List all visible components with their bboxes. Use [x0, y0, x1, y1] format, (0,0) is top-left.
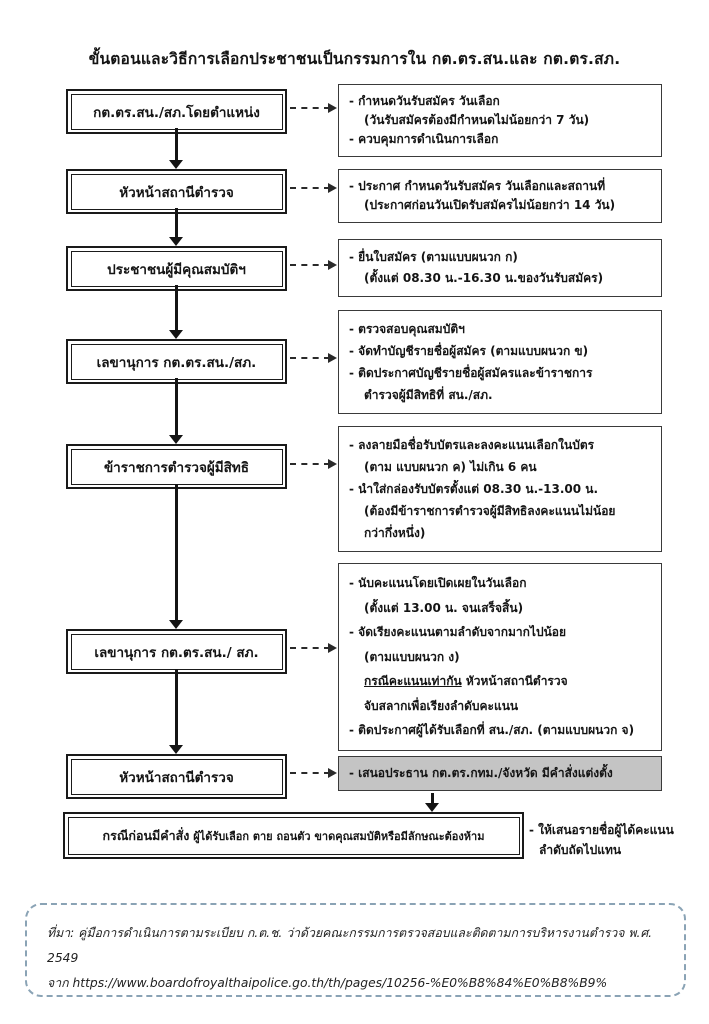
dashed-arrow-right-icon	[290, 182, 337, 194]
tie-case-underlined-text: กรณีคะแนนเท่ากัน	[364, 674, 462, 688]
flow-step-3-label: ประชาชนผู้มีคุณสมบัติฯ	[70, 250, 283, 287]
detail-line: - ลงลายมือชื่อรับบัตรและลงคะแนนเลือกในบั…	[349, 438, 595, 452]
detail-line: (ตั้งแต่ 08.30 น.-16.30 น.ของวันรับสมัคร…	[364, 271, 604, 285]
detail-line: - ควบคุมการดำเนินการเลือก	[349, 132, 499, 146]
flow-step-1-label: กต.ตร.สน./สภ.โดยตำแหน่ง	[70, 93, 283, 130]
flow-step-4: เลขานุการ กต.ตร.สน./สภ.	[66, 339, 287, 384]
case-lead-text: กรณีก่อนมีคำสั่ง	[102, 827, 190, 843]
dashed-arrow-right-icon	[290, 102, 337, 114]
detail-line: - ตรวจสอบคุณสมบัติฯ	[349, 322, 465, 336]
detail-line: - เสนอประธาน กต.ตร.กทม./จังหวัด มีคำสั่ง…	[349, 766, 613, 780]
dashed-arrow-right-icon	[290, 259, 337, 271]
flow-step-6-label: เลขานุการ กต.ตร.สน./ สภ.	[70, 633, 283, 670]
detail-line: กว่ากึ่งหนึ่ง)	[364, 526, 426, 540]
arrow-down-icon	[169, 378, 183, 444]
detail-line: ตำรวจผู้มีสิทธิที่ สน./สภ.	[364, 388, 493, 402]
detail-line: - ยื่นใบสมัคร (ตามแบบผนวก ก)	[349, 250, 518, 264]
flow-step-5: ข้าราชการตำรวจผู้มีสิทธิ	[66, 444, 287, 489]
replacement-note-line: - ให้เสนอรายชื่อผู้ได้คะแนน	[529, 823, 674, 837]
arrow-down-icon	[169, 208, 183, 246]
case-rest-text: ผู้ได้รับเลือก ตาย ถอนตัว ขาดคุณสมบัติหร…	[189, 829, 485, 843]
detail-line: จับสลากเพื่อเรียงลำดับคะแนน	[364, 698, 519, 713]
flow-step-4-label: เลขานุการ กต.ตร.สน./สภ.	[70, 343, 283, 380]
detail-box-3: - ยื่นใบสมัคร (ตามแบบผนวก ก) (ตั้งแต่ 08…	[338, 239, 662, 297]
detail-line: (ประกาศก่อนวันเปิดรับสมัครไม่น้อยกว่า 14…	[364, 198, 616, 212]
detail-box-2: - ประกาศ กำหนดวันรับสมัคร วันเลือกและสถา…	[338, 169, 662, 223]
flow-step-6: เลขานุการ กต.ตร.สน./ สภ.	[66, 629, 287, 674]
case-before-order-text: กรณีก่อนมีคำสั่ง ผู้ได้รับเลือก ตาย ถอนต…	[67, 816, 520, 855]
flow-step-7: หัวหน้าสถานีตำรวจ	[66, 754, 287, 799]
page-title: ขั้นตอนและวิธีการเลือกประชาชนเป็นกรรมการ…	[88, 50, 621, 68]
dashed-arrow-right-icon	[290, 458, 337, 470]
flow-step-2-label: หัวหน้าสถานีตำรวจ	[70, 173, 283, 210]
detail-box-5: - ลงลายมือชื่อรับบัตรและลงคะแนนเลือกในบั…	[338, 426, 662, 552]
arrow-down-icon	[169, 669, 183, 754]
detail-line: - นับคะแนนโดยเปิดเผยในวันเลือก	[349, 576, 527, 590]
detail-line: - จัดทำบัญชีรายชื่อผู้สมัคร (ตามแบบผนวก …	[349, 344, 589, 358]
dashed-arrow-right-icon	[290, 352, 337, 364]
detail-line: - จัดเรียงคะแนนตามลำดับจากมากไปน้อย	[349, 625, 567, 639]
detail-line: (วันรับสมัครต้องมีกำหนดไม่น้อยกว่า 7 วัน…	[364, 113, 590, 127]
arrow-down-icon	[169, 285, 183, 339]
flow-step-3: ประชาชนผู้มีคุณสมบัติฯ	[66, 246, 287, 291]
source-citation-url: จาก https://www.boardofroyalthaipolice.g…	[47, 976, 608, 990]
flow-step-7-label: หัวหน้าสถานีตำรวจ	[70, 758, 283, 795]
detail-box-6: - นับคะแนนโดยเปิดเผยในวันเลือก (ตั้งแต่ …	[338, 563, 662, 751]
source-citation-box: ที่มา: คู่มือการดำเนินการตามระเบียบ ก.ต.…	[25, 903, 686, 997]
detail-box-4: - ตรวจสอบคุณสมบัติฯ - จัดทำบัญชีรายชื่อผ…	[338, 310, 662, 414]
detail-line: (ต้องมีข้าราชการตำรวจผู้มีสิทธิลงคะแนนไม…	[364, 504, 616, 518]
detail-line: กรณีคะแนนเท่ากัน หัวหน้าสถานีตำรวจ	[349, 669, 651, 694]
source-citation-line: ที่มา: คู่มือการดำเนินการตามระเบียบ ก.ต.…	[47, 926, 653, 965]
detail-line: - กำหนดวันรับสมัคร วันเลือก	[349, 94, 500, 108]
detail-line: (ตั้งแต่ 13.00 น. จนเสร็จสิ้น)	[364, 600, 524, 615]
arrow-down-icon	[425, 793, 439, 812]
detail-line: - ติดประกาศบัญชีรายชื่อผู้สมัครและข้าราช…	[349, 366, 593, 380]
tie-case-rest-text: หัวหน้าสถานีตำรวจ	[461, 674, 568, 688]
dashed-arrow-right-icon	[290, 767, 337, 779]
arrow-down-icon	[169, 484, 183, 629]
detail-line: - นำใส่กล่องรับบัตรตั้งแต่ 08.30 น.-13.0…	[349, 482, 599, 496]
detail-box-1: - กำหนดวันรับสมัคร วันเลือก (วันรับสมัคร…	[338, 84, 662, 157]
detail-line: (ตาม แบบผนวก ค) ไม่เกิน 6 คน	[364, 460, 537, 474]
replacement-note-line: ลำดับถัดไปแทน	[539, 843, 622, 857]
detail-line: (ตามแบบผนวก ง)	[364, 649, 460, 664]
detail-line: - ประกาศ กำหนดวันรับสมัคร วันเลือกและสถา…	[349, 179, 606, 193]
arrow-down-icon	[169, 128, 183, 169]
dashed-arrow-right-icon	[290, 642, 337, 654]
detail-line: - ติดประกาศผู้ได้รับเลือกที่ สน./สภ. (ตา…	[349, 723, 635, 737]
detail-box-7-appointment: - เสนอประธาน กต.ตร.กทม./จังหวัด มีคำสั่ง…	[338, 756, 662, 791]
case-before-order-box: กรณีก่อนมีคำสั่ง ผู้ได้รับเลือก ตาย ถอนต…	[63, 812, 524, 859]
replacement-note: - ให้เสนอรายชื่อผู้ได้คะแนน ลำดับถัดไปแท…	[529, 820, 701, 860]
flow-step-5-label: ข้าราชการตำรวจผู้มีสิทธิ	[70, 448, 283, 485]
